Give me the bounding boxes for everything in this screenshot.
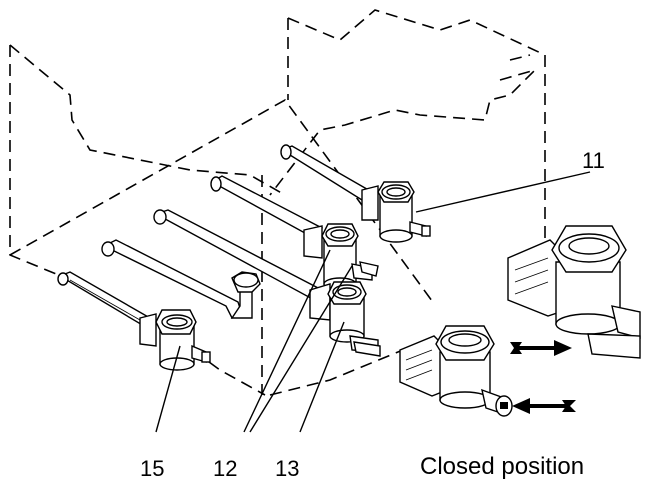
callout-15: 15	[140, 456, 164, 481]
arrow-right-icon	[510, 340, 572, 356]
callout-12: 12	[213, 456, 237, 481]
detail-valve-closed	[399, 325, 513, 417]
arrow-left-icon	[512, 398, 576, 414]
leader-lines	[155, 171, 591, 433]
detail-valve-open	[507, 225, 641, 359]
valve-15	[139, 309, 211, 371]
callout-11: 11	[582, 148, 605, 173]
caption-closed-position: Closed position	[420, 453, 584, 480]
valve-13	[309, 281, 381, 357]
pipe-1	[280, 144, 374, 201]
callout-13: 13	[275, 456, 299, 481]
pipe-4	[101, 239, 253, 319]
valve-11	[361, 181, 431, 243]
pipe-2	[210, 175, 324, 239]
pipe-5	[57, 271, 152, 327]
elbow-nut	[231, 271, 261, 293]
